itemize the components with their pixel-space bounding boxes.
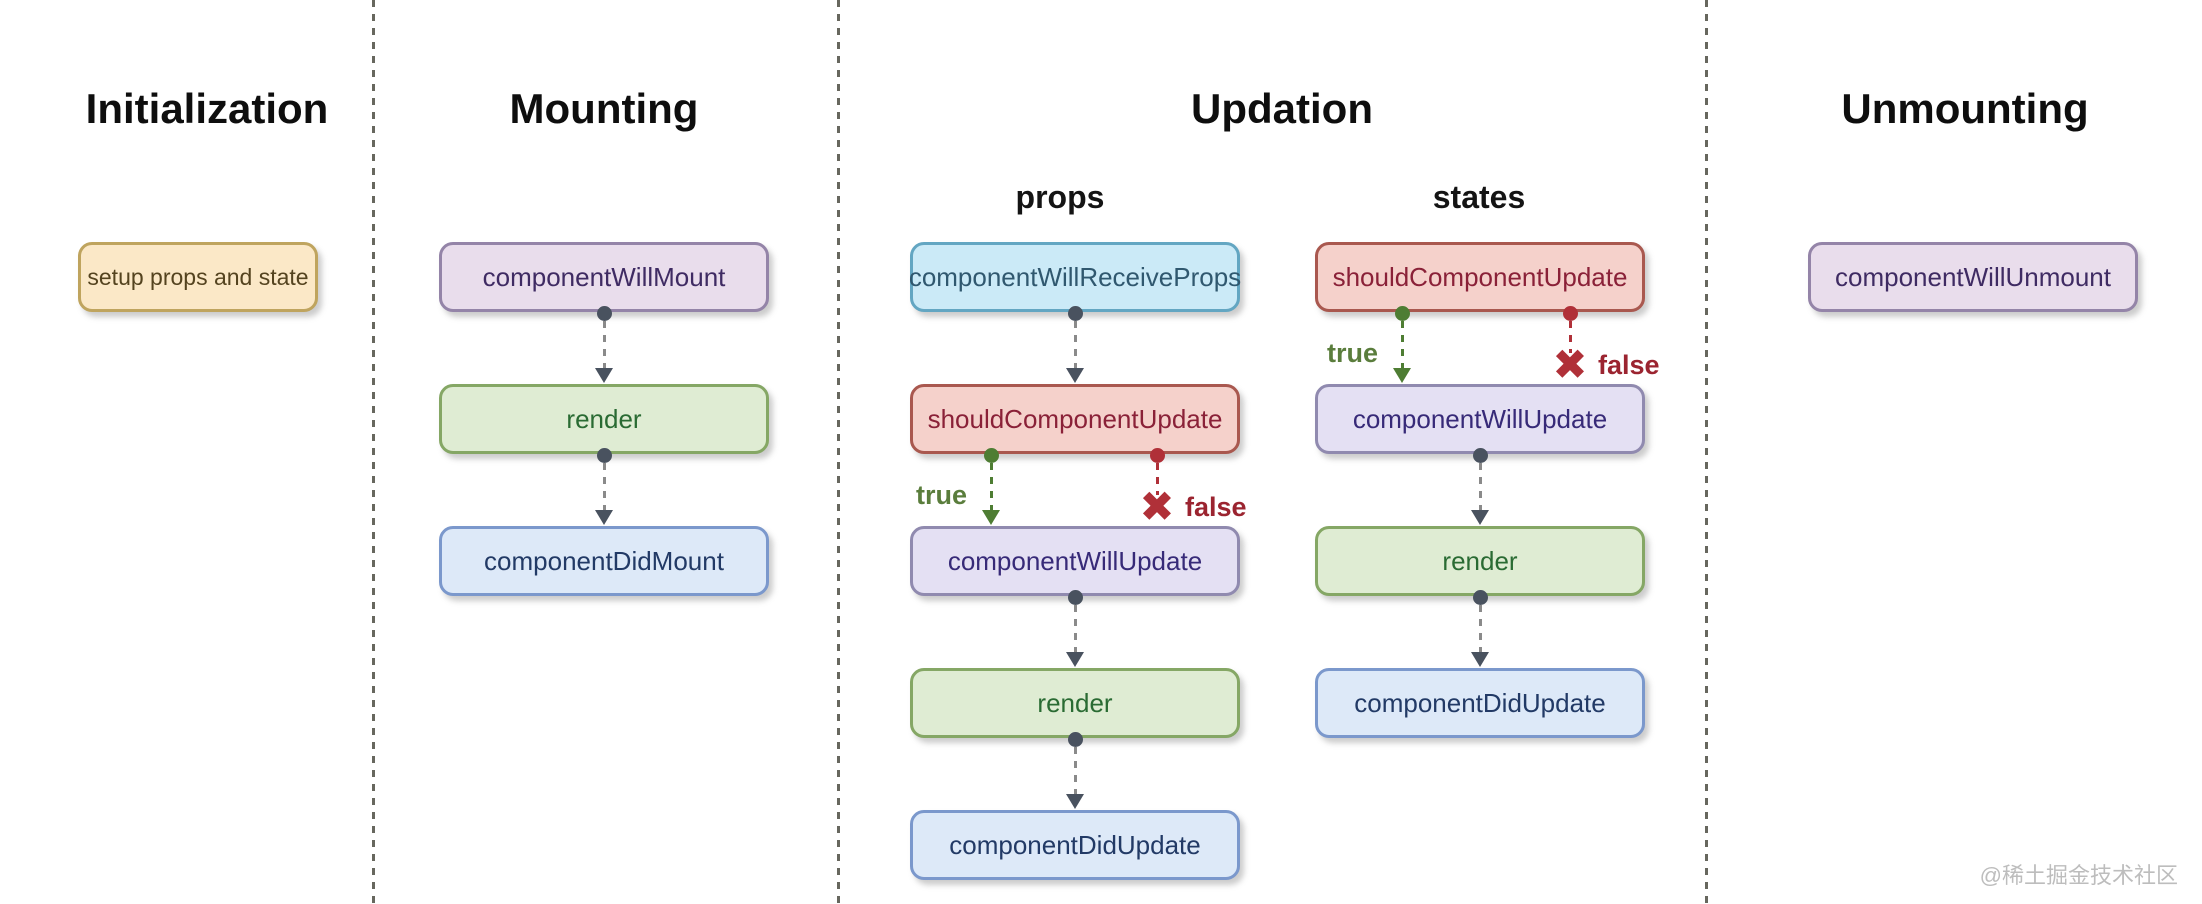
true-label: true	[1326, 338, 1378, 368]
arrow-start-dot	[1149, 448, 1165, 463]
column-separator	[837, 0, 840, 904]
node-unmount-cwu: componentWillUnmount	[1808, 242, 2138, 312]
sub-header-props: props	[1015, 179, 1105, 215]
arrow-start-dot	[1067, 306, 1083, 321]
arrow-dashed-line	[602, 463, 606, 511]
node-states-cdu: componentDidUpdate	[1315, 668, 1645, 738]
arrow-head	[1066, 794, 1084, 809]
node-props-scu: shouldComponentUpdate	[910, 384, 1240, 454]
false-cross-icon: ✖	[1552, 341, 1588, 388]
node-props-cwrp: componentWillReceiveProps	[909, 242, 1241, 312]
arrow-start-dot	[596, 306, 612, 321]
phase-title-updation: Updation	[1191, 85, 1373, 132]
node-mount-cdm: componentDidMount	[439, 526, 769, 596]
arrow-head	[1066, 652, 1084, 667]
node-props-cwu: componentWillUpdate	[910, 526, 1240, 596]
column-separator	[1705, 0, 1708, 904]
arrow-start-dot	[1562, 306, 1578, 321]
arrow-head	[1471, 510, 1489, 525]
arrow-dashed-line	[1478, 605, 1482, 653]
node-states-scu: shouldComponentUpdate	[1315, 242, 1645, 312]
watermark: @稀土掘金技术社区	[1979, 863, 2178, 888]
arrow-start-dot	[1472, 448, 1488, 463]
false-label: false	[1185, 492, 1247, 522]
arrow-dashed-line	[1073, 605, 1077, 653]
node-states-render: render	[1315, 526, 1645, 596]
arrow-head	[595, 510, 613, 525]
node-props-cdu: componentDidUpdate	[910, 810, 1240, 880]
arrow-dashed-line	[1155, 463, 1159, 495]
true-label: true	[915, 480, 967, 510]
arrow-dashed-line	[1073, 747, 1077, 795]
false-label: false	[1598, 350, 1660, 380]
phase-title-initialization: Initialization	[85, 85, 329, 132]
arrow-start-dot	[1394, 306, 1410, 321]
column-separator	[372, 0, 375, 904]
arrow-start-dot	[1472, 590, 1488, 605]
arrow-dashed-line	[602, 321, 606, 369]
arrow-head	[595, 368, 613, 383]
arrow-head	[1393, 368, 1411, 383]
node-mount-cwm: componentWillMount	[439, 242, 769, 312]
arrow-start-dot	[596, 448, 612, 463]
arrow-start-dot	[983, 448, 999, 463]
sub-header-states: states	[1432, 179, 1526, 215]
node-init-setup: setup props and state	[78, 242, 318, 312]
arrow-dashed-line	[1073, 321, 1077, 369]
arrow-head	[1471, 652, 1489, 667]
false-cross-icon: ✖	[1139, 483, 1175, 530]
node-states-cwu: componentWillUpdate	[1315, 384, 1645, 454]
phase-title-mounting: Mounting	[509, 85, 699, 132]
arrow-head	[982, 510, 1000, 525]
arrow-dashed-line	[1568, 321, 1572, 353]
arrow-head	[1066, 368, 1084, 383]
arrow-dashed-line	[1400, 321, 1404, 369]
node-mount-render: render	[439, 384, 769, 454]
arrow-dashed-line	[989, 463, 993, 511]
arrow-start-dot	[1067, 732, 1083, 747]
arrow-dashed-line	[1478, 463, 1482, 511]
phase-title-unmounting: Unmounting	[1841, 85, 2089, 132]
node-props-render: render	[910, 668, 1240, 738]
arrow-start-dot	[1067, 590, 1083, 605]
